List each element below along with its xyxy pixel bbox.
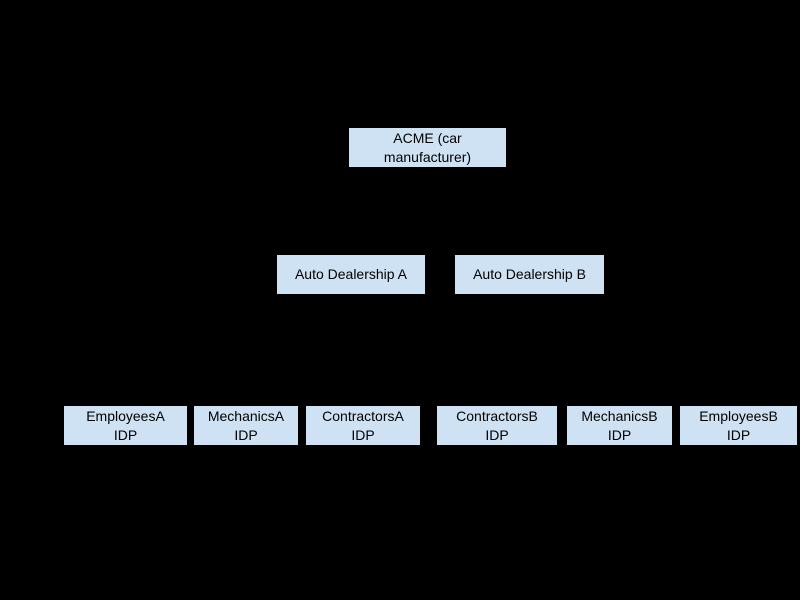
node-label-line: MechanicsB: [581, 407, 658, 424]
node-label-line: IDP: [351, 426, 375, 443]
node-label-line: IDP: [113, 426, 138, 443]
node-auto-dealership-b: Auto Dealership B: [454, 254, 605, 295]
node-acme-manufacturer: ACME (car manufacturer): [348, 127, 507, 168]
node-contractors-a-idp: ContractorsA IDP: [305, 405, 421, 446]
node-label-line: IDP: [726, 426, 751, 443]
node-label-line: EmployeesA: [86, 407, 165, 424]
node-label-line: Auto Dealership B: [473, 266, 586, 282]
node-mechanics-a-idp: MechanicsA IDP: [193, 405, 299, 446]
node-auto-dealership-a: Auto Dealership A: [276, 254, 426, 295]
node-employees-b-idp: EmployeesB IDP: [679, 405, 798, 446]
node-label-line: IDP: [234, 426, 258, 443]
node-label-line: ContractorsA: [322, 407, 404, 424]
node-employees-a-idp: EmployeesA IDP: [63, 405, 188, 446]
node-label-line: EmployeesB: [699, 407, 778, 424]
node-label-line: IDP: [485, 426, 509, 443]
node-label-line: manufacturer): [383, 148, 472, 165]
node-label-line: MechanicsA: [207, 407, 285, 424]
node-label-line: ACME (car: [393, 129, 462, 146]
node-mechanics-b-idp: MechanicsB IDP: [566, 405, 673, 446]
node-label-line: Auto Dealership A: [294, 266, 408, 282]
node-label-line: IDP: [607, 426, 632, 443]
node-label-line: ContractorsB: [456, 407, 538, 424]
node-contractors-b-idp: ContractorsB IDP: [436, 405, 558, 446]
